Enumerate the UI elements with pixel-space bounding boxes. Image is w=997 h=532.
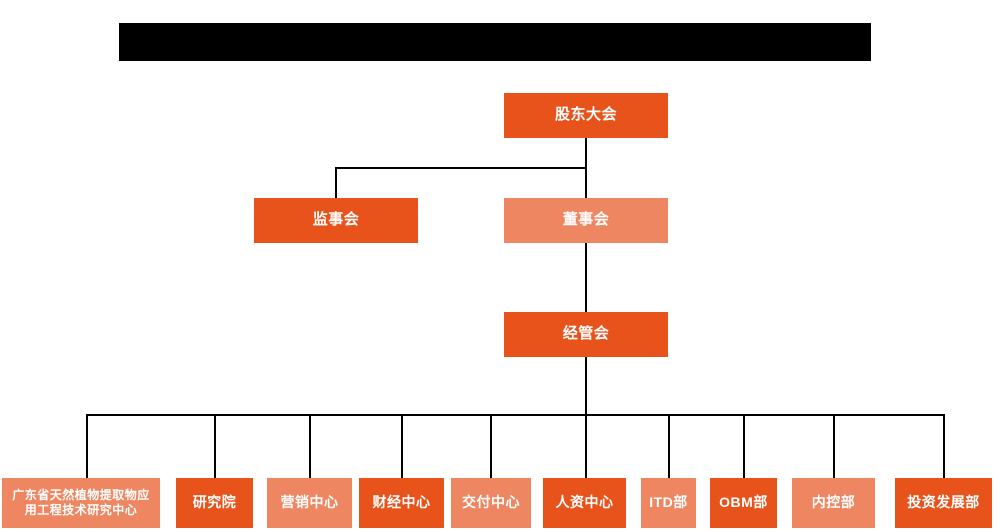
connector-drop-marketing <box>309 414 311 478</box>
org-node-rnd-center[interactable]: 广东省天然植物提取物应 用工程技术研究中心 <box>2 478 160 528</box>
redacted-title-bar <box>119 23 871 61</box>
org-node-label: 人资中心 <box>555 494 614 511</box>
connector-drop-obm <box>743 414 745 478</box>
org-node-label: 董事会 <box>562 211 610 229</box>
org-node-marketing[interactable]: 营销中心 <box>267 478 352 528</box>
org-node-label: 广东省天然植物提取物应 用工程技术研究中心 <box>12 488 150 517</box>
org-node-institute[interactable]: 研究院 <box>176 478 253 528</box>
connector-drop-board <box>585 167 587 198</box>
org-node-label: 监事会 <box>312 211 360 229</box>
org-node-label: 研究院 <box>192 494 237 511</box>
connector-drop-itd <box>668 414 670 478</box>
connector-drop-supervisory <box>335 167 337 198</box>
org-node-label: OBM部 <box>719 494 768 511</box>
connector-drop-finance <box>401 414 403 478</box>
org-node-finance[interactable]: 财经中心 <box>359 478 444 528</box>
connector-management-stem <box>585 357 587 415</box>
org-node-label: 内控部 <box>811 494 856 511</box>
connector-drop-delivery <box>490 414 492 478</box>
connector-shareholders-stem <box>585 137 587 168</box>
org-node-board[interactable]: 董事会 <box>504 198 668 243</box>
org-node-label: 经管会 <box>562 325 610 343</box>
org-node-supervisory[interactable]: 监事会 <box>254 198 418 243</box>
org-node-label: 交付中心 <box>462 494 520 511</box>
connector-drop-rnd-center <box>86 414 88 478</box>
org-node-investment[interactable]: 投资发展部 <box>895 478 992 528</box>
connector-drop-investment <box>943 414 945 478</box>
connector-level1-bus <box>335 167 587 169</box>
org-node-delivery[interactable]: 交付中心 <box>451 478 531 528</box>
connector-drop-internal-control <box>833 414 835 478</box>
org-node-itd[interactable]: ITD部 <box>641 478 696 528</box>
org-node-obm[interactable]: OBM部 <box>710 478 777 528</box>
org-node-label: 投资发展部 <box>907 494 980 511</box>
org-node-label: ITD部 <box>649 494 688 511</box>
connector-board-to-management <box>585 242 587 312</box>
connector-drop-hr <box>585 414 587 478</box>
org-node-label: 财经中心 <box>372 494 431 511</box>
org-node-management[interactable]: 经管会 <box>504 312 668 357</box>
org-node-internal-control[interactable]: 内控部 <box>792 478 875 528</box>
connector-level4-bus <box>86 414 944 416</box>
org-node-hr[interactable]: 人资中心 <box>543 478 626 528</box>
connector-drop-institute <box>214 414 216 478</box>
org-node-label: 股东大会 <box>554 106 617 124</box>
org-node-label: 营销中心 <box>280 494 339 511</box>
org-node-shareholders[interactable]: 股东大会 <box>504 93 668 138</box>
